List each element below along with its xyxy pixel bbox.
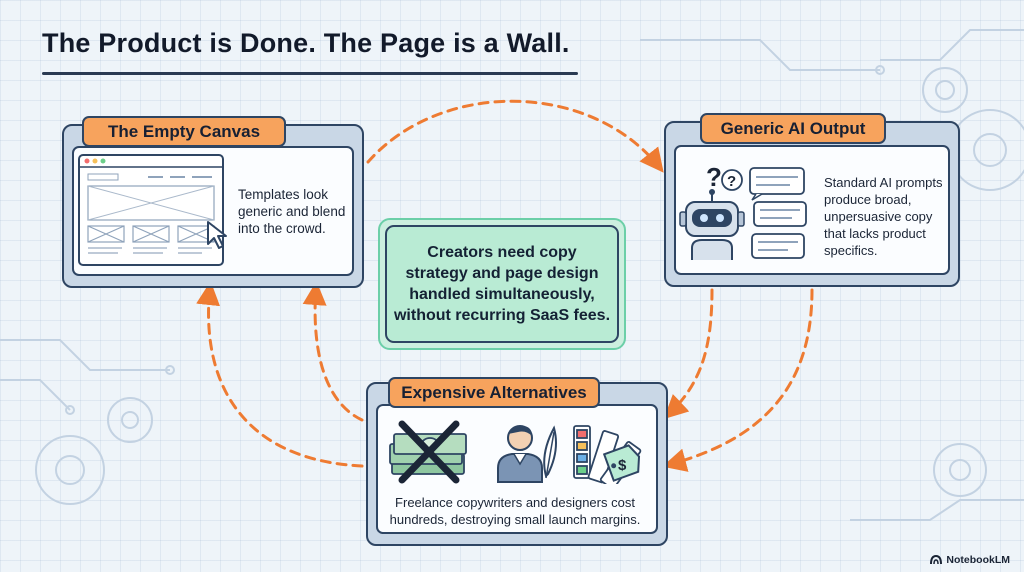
mouse-cursor-icon: [207, 221, 227, 249]
empty-canvas-description: Templates look generic and blend into th…: [238, 187, 346, 236]
webpage-template-icon: [78, 154, 224, 266]
notebooklm-logo-icon: [930, 555, 943, 565]
center-problem-statement: Creators need copy strategy and page des…: [378, 218, 626, 350]
freelancer-quill-icon: [497, 425, 557, 483]
center-line-4: without recurring SaaS fees.: [393, 307, 611, 324]
color-swatch-price-tag-icon: $: [573, 425, 642, 484]
expensive-description: Freelance copywriters and designers cost…: [389, 495, 641, 527]
brand-name: NotebookLM: [946, 554, 1010, 566]
center-line-3: handled simultaneously,: [409, 286, 595, 303]
question-mark-icon: ?: [706, 162, 722, 192]
dollar-sign-icon: $: [618, 457, 627, 474]
generic-ai-description: Standard AI prompts produce broad, unper…: [824, 175, 943, 258]
tag-empty-canvas: The Empty Canvas: [82, 116, 286, 147]
tag-generic-ai: Generic AI Output: [700, 113, 886, 144]
page-title: The Product is Done. The Page is a Wall.: [42, 28, 570, 58]
title-underline: [42, 72, 578, 75]
question-bubble-icon: ?: [727, 173, 736, 190]
tag-expensive-alternatives: Expensive Alternatives: [388, 377, 600, 408]
center-line-2: strategy and page design: [405, 265, 599, 282]
robot-chat-icon: ? ?: [679, 162, 807, 260]
crossed-out-money-icon: [389, 420, 467, 484]
center-line-1: Creators need copy: [427, 244, 577, 261]
brand-watermark: NotebookLM: [930, 554, 1010, 566]
